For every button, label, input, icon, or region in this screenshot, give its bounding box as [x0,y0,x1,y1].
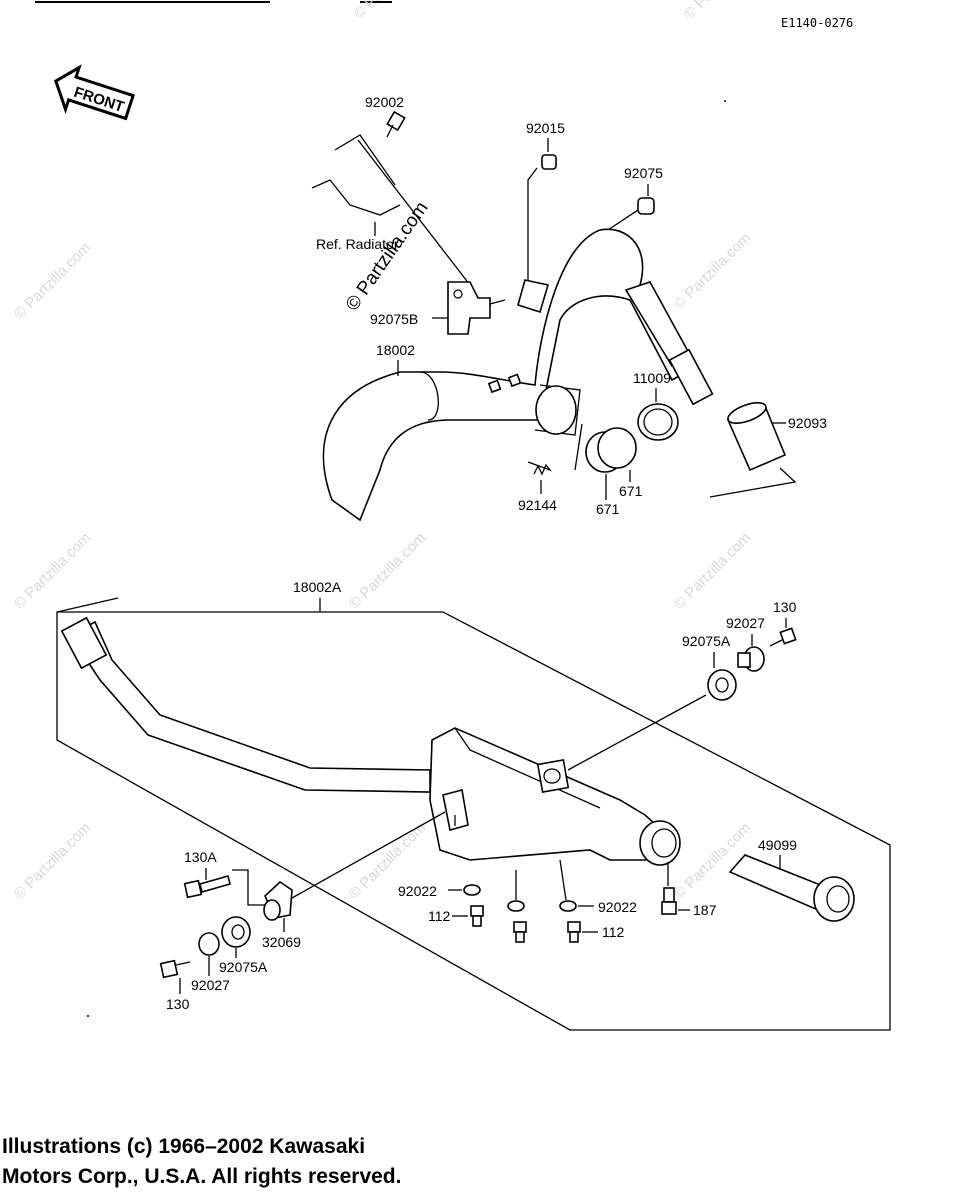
label-92022-right: 92022 [598,899,637,915]
collar-92027-bottom-icon [198,932,220,956]
label-92075B: 92075B [370,311,418,327]
label-18002A: 18002A [293,579,342,595]
label-92093: 92093 [788,415,827,431]
label-32069: 32069 [262,934,301,950]
spark-arrestor-49099-icon [728,854,855,922]
sleeve-92093-icon [726,402,787,472]
ref-radiator-label: Ref. Radiator [316,236,399,252]
label-92015: 92015 [526,120,565,136]
nut-92015-icon [541,154,557,170]
bolt-130A-icon [183,875,231,899]
label-92027-bottom: 92027 [191,977,230,993]
watermark: © Partzilla.com [681,0,764,23]
bracket-32069-icon [263,880,293,921]
silencer-assembly-outline [56,611,891,1031]
watermark: © Partzilla.com [351,0,434,23]
bolt-112a-icon [470,905,484,927]
collar-92027-top-icon [737,646,765,672]
label-92144: 92144 [518,497,557,513]
grommet-92075A-top-icon [707,669,737,701]
label-92027-top: 92027 [726,615,765,631]
tail-pipe-icon [60,616,431,793]
leader-130A-bracket [232,869,265,906]
leader-92093-pipe [709,467,797,498]
watermark: © Partzilla.com [11,239,94,322]
watermark: © Partzilla.com [671,229,754,312]
label-187: 187 [693,902,717,918]
watermark: © Partzilla.com [11,529,94,612]
stray-dot [87,1015,89,1017]
leader-92022-right-up [559,859,567,901]
bolt-112b-icon [567,921,581,943]
leader-92002-bracket [357,139,471,286]
leader-92075A-silencer [567,694,707,771]
label-130-bottom: 130 [166,996,190,1012]
label-92075: 92075 [624,165,663,181]
leader-32069-silencer [291,811,446,899]
label-92002: 92002 [365,94,404,110]
watermark: © Partzilla.com [346,529,429,612]
gasket-11009-inner [643,408,673,436]
copyright-notice: Illustrations (c) 1966–2002 Kawasaki Mot… [2,1132,401,1192]
washer-92022-mid-icon [507,900,525,912]
label-92075A-top: 92075A [682,633,731,649]
front-arrow-icon: FRONT [54,64,135,121]
label-92075A-bottom: 92075A [219,959,268,975]
silencer-body-icon [429,727,681,866]
bracket-92075B-icon [447,281,506,335]
label-671-lower: 671 [596,501,620,517]
radiator-bracket-icon [311,134,401,216]
copyright-line-1: Illustrations (c) 1966–2002 Kawasaki [2,1135,366,1158]
stray-dot [724,100,726,102]
bolt-130-top-icon [769,627,797,647]
label-112-right: 112 [602,924,625,940]
label-92022-left: 92022 [398,883,437,899]
ring-671b-icon [597,427,637,469]
leader-671-joint [574,423,583,471]
outline-edge [56,597,119,613]
diagram-code: E1140-0276 [781,16,853,30]
bolt-187-icon [661,887,677,915]
spring-92144-icon [527,461,552,476]
grommet-92075A-bottom-icon [221,916,251,948]
label-112-left: 112 [428,908,451,924]
bolt-92002-icon [386,110,406,138]
leader-92015-stud [527,167,538,290]
copyright-line-2: Motors Corp., U.S.A. All rights reserved… [2,1165,402,1188]
bolt-130-bottom-icon [159,959,191,979]
label-49099: 49099 [758,837,797,853]
label-130-top: 130 [773,599,797,615]
watermark: © Partzilla.com [11,819,94,902]
label-11009: 11009 [633,370,671,386]
leader-92075-pipe [604,209,639,233]
bolt-112-mid-icon [513,921,527,943]
label-130A: 130A [184,849,217,865]
watermark-dark: © Partzilla.com [342,198,433,315]
watermark: © Partzilla.com [671,529,754,612]
expansion-chamber-18002-icon [322,228,714,522]
washer-92022a-icon [463,884,481,896]
cap-92075-icon [637,197,655,215]
label-671-upper: 671 [619,483,643,499]
label-18002: 18002 [376,342,415,358]
washer-92022b-icon [559,900,577,912]
